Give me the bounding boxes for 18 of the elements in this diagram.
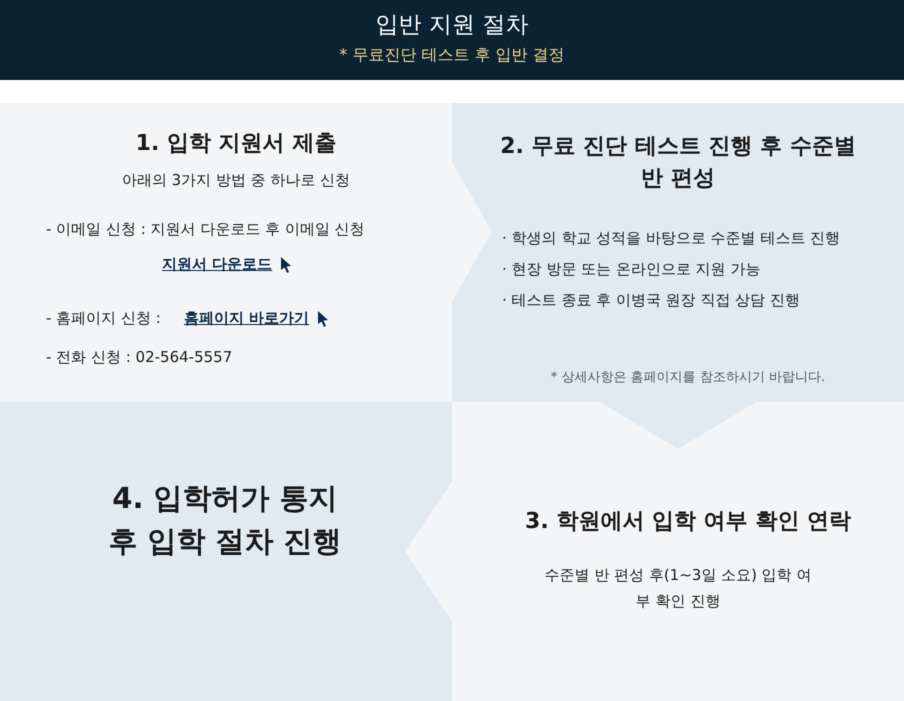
bullet-item: · 학생의 학교 성적을 바탕으로 수준별 테스트 진행 xyxy=(502,228,840,249)
title: 입반 지원 절차 xyxy=(374,11,530,40)
bullet-item: · 현장 방문 또는 온라인으로 지원 가능 xyxy=(502,259,760,280)
download-link: 지원서 다운로드 xyxy=(162,254,272,275)
homepage-link: 홈페이지 바로가기 xyxy=(184,308,310,329)
list-item: - 전화 신청 : 02-564-5557 xyxy=(46,347,232,368)
list-item: - 이메일 신청 : 지원서 다운로드 후 이메일 신청 xyxy=(46,219,365,240)
step-description: 아래의 3가지 방법 중 하나로 신청 xyxy=(120,170,352,191)
step-panel xyxy=(0,103,452,402)
step-description: 수준별 반 편성 후(1~3일 소요) 입학 여부 확인 진행 xyxy=(544,565,812,612)
step-heading: 4. 입학허가 통지 후 입학 절차 진행 xyxy=(107,480,343,560)
bullet-item: · 테스트 종료 후 이병국 원장 직접 상담 진행 xyxy=(502,290,800,311)
list-item: - 홈페이지 신청 : xyxy=(46,308,161,329)
step-heading: 2. 무료 진단 테스트 진행 후 수준별 반 편성 xyxy=(499,133,857,193)
note: * 상세사항은 홈페이지를 참조하시기 바랍니다. xyxy=(550,369,826,387)
subtitle: * 무료진단 테스트 후 입반 결정 xyxy=(338,44,566,66)
step-heading: 3. 학원에서 입학 여부 확인 연락 xyxy=(524,508,852,536)
step-heading: 1. 입학 지원서 제출 xyxy=(134,130,338,158)
